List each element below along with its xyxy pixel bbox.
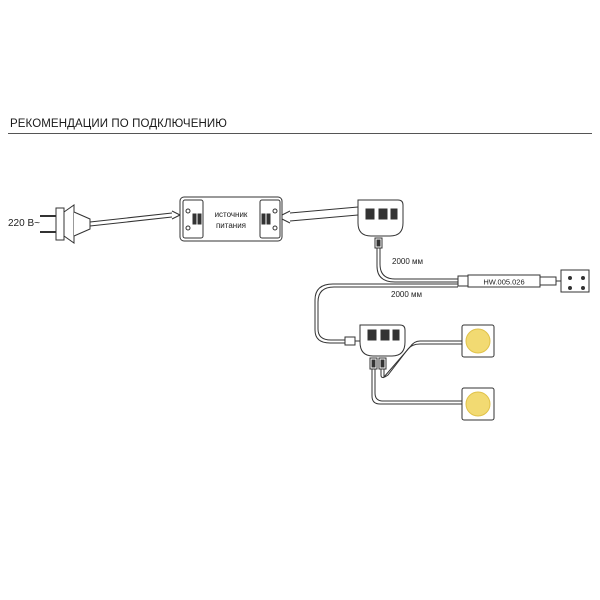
led-spot-1 (461, 324, 495, 358)
extension-cable (314, 283, 458, 344)
sensor-part-number: HW.005.026 (483, 278, 524, 287)
lower-output-connectors (369, 357, 387, 370)
top-splitter-hub (357, 199, 404, 237)
page-title: РЕКОМЕНДАЦИИ ПО ПОДКЛЮЧЕНИЮ (10, 118, 227, 130)
mains-cable (89, 210, 181, 227)
top-connector (374, 237, 383, 249)
led-spot-2 (461, 387, 495, 421)
title-underline (8, 133, 592, 134)
voltage-label: 220 В~ (8, 218, 40, 229)
cable-length-label-upper: 2000 мм (392, 257, 423, 266)
sensor-plate (560, 269, 590, 293)
cable-to-led-2 (371, 369, 462, 405)
low-voltage-cable (281, 206, 359, 224)
power-supply-label-line2: питания (216, 221, 246, 230)
power-supply-label-line1: источник (215, 210, 248, 219)
power-plug-icon (40, 204, 91, 244)
lower-splitter-hub (359, 324, 406, 357)
sensor-switch (457, 274, 574, 288)
lower-input-connector (344, 336, 360, 346)
power-supply-unit (179, 196, 283, 242)
cable-to-led-1 (380, 340, 462, 379)
sensor-cable (376, 248, 458, 283)
cable-length-label-lower: 2000 мм (391, 290, 422, 299)
